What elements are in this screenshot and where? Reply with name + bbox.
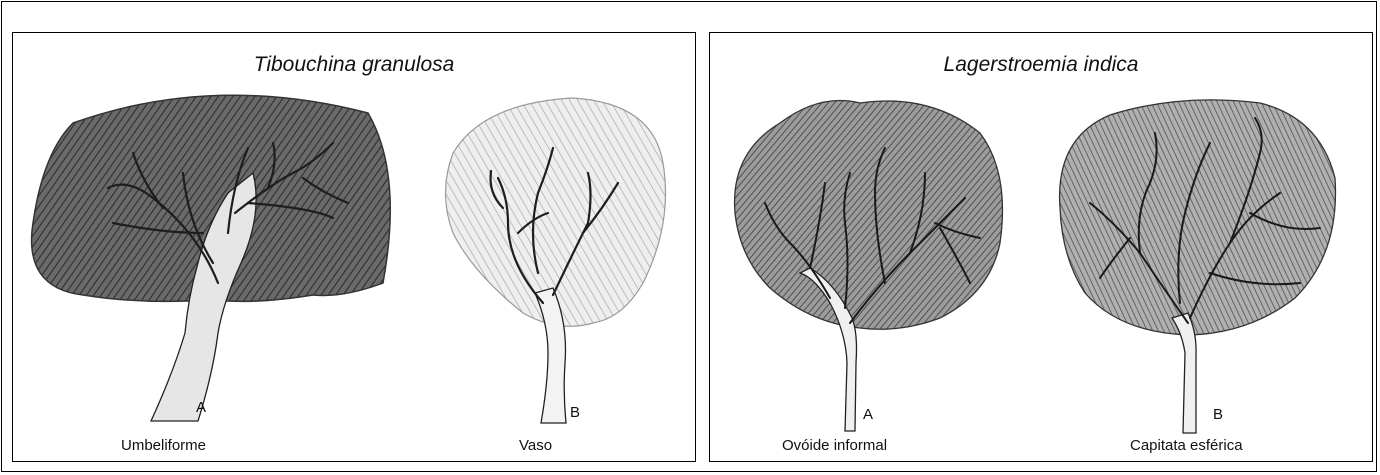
tree-drawings-lagerstroemia (710, 33, 1373, 462)
tree-ovoide-informal-drawing (735, 101, 1003, 432)
tree-form-caption-umbeliforme: Umbeliforme (121, 437, 206, 454)
tree-umbeliforme-drawing (32, 95, 391, 421)
tree-form-caption-capitata-esferica: Capitata esférica (1130, 437, 1243, 454)
tree-form-caption-ovoide-informal: Ovóide informal (782, 437, 887, 454)
tree-form-caption-vaso: Vaso (519, 437, 552, 454)
tree-letter-b: B (1213, 406, 1223, 423)
tree-letter-a: A (863, 406, 873, 423)
tree-letter-a: A (196, 399, 206, 416)
tree-drawings-tibouchina (13, 33, 696, 462)
tree-letter-b: B (570, 404, 580, 421)
tree-vaso-drawing (446, 98, 666, 423)
tree-capitata-esferica-drawing (1060, 100, 1336, 433)
panel-lagerstroemia: Lagerstroemia indica (709, 32, 1373, 462)
panel-tibouchina: Tibouchina granulosa (12, 32, 696, 462)
